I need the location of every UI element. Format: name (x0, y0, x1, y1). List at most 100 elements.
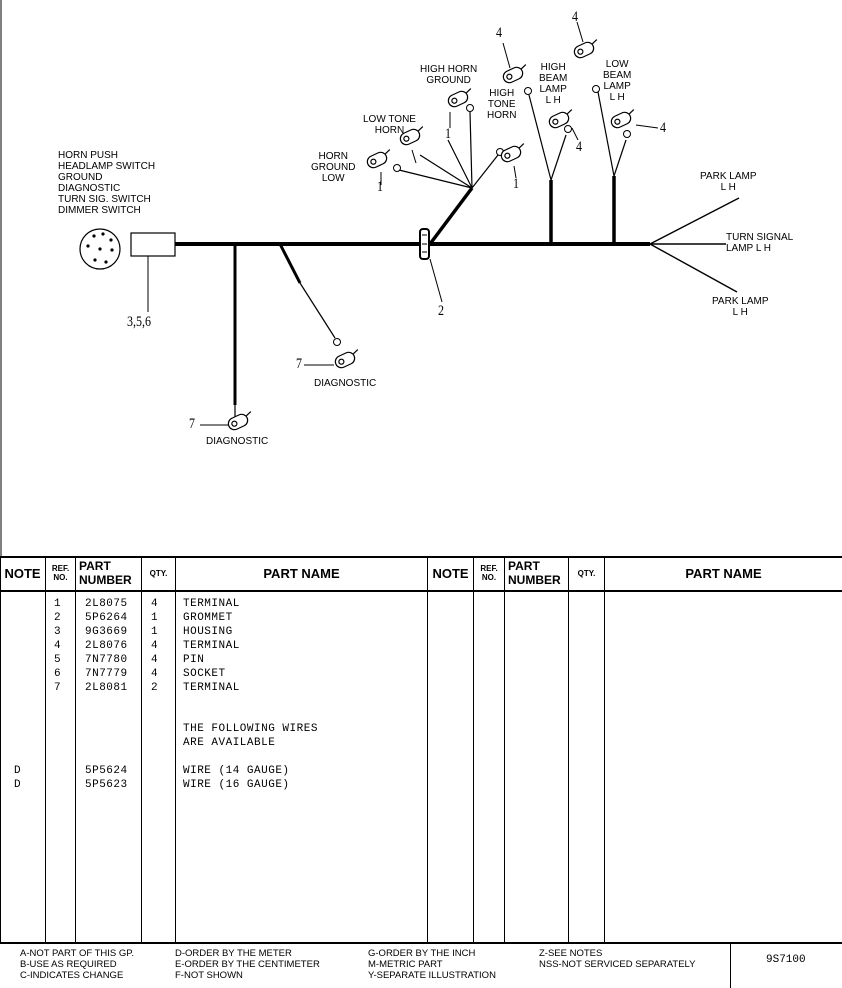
legend-col-1: A-NOT PART OF THIS GP. B-USE AS REQUIRED… (20, 948, 134, 981)
label-line: GROUND (426, 75, 471, 86)
legend-item: E-ORDER BY THE CENTIMETER (175, 959, 320, 970)
label-high-horn-ground: HIGH HORN GROUND (420, 64, 477, 86)
wire-row-part-name: WIRE (16 GAUGE) (183, 779, 290, 791)
wire-row-part-name: WIRE (14 GAUGE) (183, 765, 290, 777)
label-low-beam-lamp: LOW BEAM LAMP L H (603, 59, 631, 103)
connector-label: DIMMER SWITCH (58, 205, 141, 216)
label-line: LAMP L H (726, 243, 772, 254)
connector-label-list: HORN PUSH HEADLAMP SWITCH GROUND DIAGNOS… (58, 150, 155, 216)
row-ref: 6 (54, 668, 62, 680)
row-ref: 4 (54, 640, 62, 652)
header-note-right: NOTE (428, 556, 473, 592)
label-diagnostic-2: DIAGNOSTIC (206, 436, 269, 447)
label-line: L H (545, 95, 561, 106)
header-part-line: NUMBER (79, 573, 132, 587)
label-park-lamp-top: PARK LAMP L H (700, 171, 757, 193)
row-ref: 1 (54, 598, 62, 610)
label-line: TURN SIGNAL (726, 232, 794, 243)
label-line: HIGH HORN (420, 64, 478, 75)
wire-row-note: D (14, 765, 22, 777)
legend-footer: A-NOT PART OF THIS GP. B-USE AS REQUIRED… (0, 942, 842, 988)
row-part-number: 7N7780 (85, 654, 128, 666)
connector-label: DIAGNOSTIC (58, 183, 121, 194)
label-line: L H (609, 92, 625, 103)
header-qty-right: QTY. (569, 556, 604, 592)
ref-number: 1 (445, 126, 451, 142)
table-top-rule (0, 556, 842, 558)
label-turn-signal-lamp: TURN SIGNAL LAMP L H (726, 232, 793, 254)
header-part-number-right: PART NUMBER (505, 556, 568, 592)
header-ref-line: NO. (481, 573, 497, 582)
row-part-name: TERMINAL (183, 598, 240, 610)
label-line: HIGH (540, 62, 566, 73)
row-qty: 2 (151, 682, 159, 694)
wires-note-line: ARE AVAILABLE (183, 737, 276, 749)
header-qty: QTY. (142, 556, 175, 592)
column-divider (141, 556, 142, 942)
row-part-name: GROMMET (183, 612, 233, 624)
legend-col-3: G-ORDER BY THE INCH M-METRIC PART Y-SEPA… (368, 948, 496, 981)
column-divider (473, 556, 474, 942)
legend-item: C-INDICATES CHANGE (20, 970, 124, 981)
row-part-number: 2L8076 (85, 640, 128, 652)
wire-row-part-number: 5P5624 (85, 765, 128, 777)
connector-label: GROUND (58, 172, 103, 183)
connector-label: HORN PUSH (58, 150, 119, 161)
row-qty: 1 (151, 626, 159, 638)
label-diagnostic-1: DIAGNOSTIC (314, 378, 377, 389)
header-part-line: NUMBER (508, 573, 561, 587)
legend-item: B-USE AS REQUIRED (20, 959, 117, 970)
ref-number: 4 (496, 25, 502, 41)
row-qty: 4 (151, 598, 159, 610)
row-qty: 4 (151, 640, 159, 652)
column-divider (604, 556, 605, 942)
label-high-tone-horn: HIGH TONE HORN (487, 88, 516, 121)
label-line: LAMP (539, 84, 567, 95)
header-ref-no-right: REF. NO. (474, 556, 504, 592)
label-line: HORN (374, 125, 405, 136)
header-note: NOTE (0, 556, 45, 592)
header-ref-line: NO. (53, 573, 68, 582)
main-connector (79, 228, 176, 312)
label-horn-ground-low: HORN GROUND LOW (311, 151, 355, 184)
row-part-number: 2L8075 (85, 598, 128, 610)
label-line: BEAM (603, 70, 632, 81)
label-line: L H (720, 182, 736, 193)
ref-number: 4 (660, 120, 666, 136)
legend-item: Y-SEPARATE ILLUSTRATION (368, 970, 496, 981)
legend-item: F-NOT SHOWN (175, 970, 243, 981)
row-part-name: PIN (183, 654, 205, 666)
row-part-number: 9G3669 (85, 626, 128, 638)
label-line: LOW TONE (363, 114, 416, 125)
label-line: BEAM (539, 73, 568, 84)
label-line: PARK LAMP (700, 171, 757, 182)
harness-drawing (0, 0, 740, 556)
legend-col-2: D-ORDER BY THE METER E-ORDER BY THE CENT… (175, 948, 320, 981)
row-ref: 7 (54, 682, 62, 694)
column-divider (504, 556, 505, 942)
label-line: LAMP (603, 81, 631, 92)
label-low-tone-horn: LOW TONE HORN (363, 114, 416, 136)
row-part-name: SOCKET (183, 668, 226, 680)
row-part-name: TERMINAL (183, 640, 240, 652)
label-line: PARK LAMP (712, 296, 769, 307)
row-part-number: 5P6264 (85, 612, 128, 624)
column-divider (175, 556, 176, 942)
header-part-name: PART NAME (176, 556, 427, 592)
column-divider (0, 556, 1, 942)
callout-2: 2 (438, 303, 444, 319)
row-part-name: HOUSING (183, 626, 233, 638)
ref-number: 7 (296, 356, 302, 372)
ref-number: 1 (513, 176, 519, 192)
legend-col-4: Z-SEE NOTES NSS-NOT SERVICED SEPARATELY (539, 948, 695, 970)
connector-label: HEADLAMP SWITCH (58, 161, 156, 172)
row-ref: 5 (54, 654, 62, 666)
header-ref-no: REF. NO. (46, 556, 75, 592)
label-line: HIGH (489, 88, 515, 99)
label-line: GROUND (311, 162, 356, 173)
legend-item: D-ORDER BY THE METER (175, 948, 292, 959)
row-part-number: 7N7779 (85, 668, 128, 680)
legend-divider (730, 944, 731, 988)
label-park-lamp-bottom: PARK LAMP L H (712, 296, 769, 318)
row-ref: 2 (54, 612, 62, 624)
